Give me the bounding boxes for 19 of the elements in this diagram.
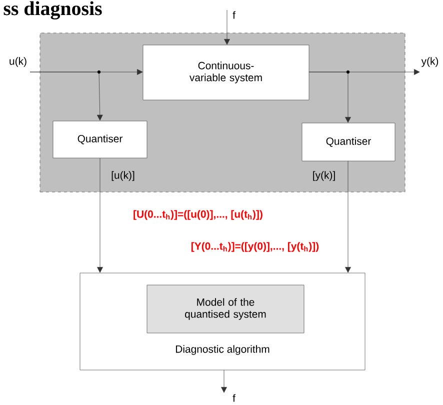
- edge-label: [y(k)]: [313, 171, 335, 181]
- arrow: [308, 72, 351, 123]
- arrow: [345, 160, 351, 273]
- model-box: Model of the quantised system: [146, 284, 304, 334]
- signal-label: f: [232, 11, 236, 19]
- process-box: Continuous-variable system: [142, 44, 310, 100]
- arrow: [30, 72, 103, 121]
- signal-label: y(k): [421, 57, 438, 67]
- title: ss diagnosis: [4, 1, 102, 20]
- arrow: [97, 158, 103, 273]
- process-box: Quantiser: [302, 122, 396, 162]
- edge-label: [u(k)]: [112, 171, 134, 181]
- signal-label: f: [232, 394, 236, 402]
- signal-label: u(k): [10, 57, 26, 67]
- sequence-label: [Y(0...t$_{h}$)]=([y(0)],..., [y(t$_{h}$)]): [192, 242, 319, 252]
- process-box: Quantiser: [52, 120, 148, 158]
- sequence-label: [U(0...t$_{h}$)]=([u(0)],..., [u(t$_{h}$)]): [134, 210, 262, 220]
- arrow: [224, 10, 230, 45]
- arrow: [221, 370, 227, 393]
